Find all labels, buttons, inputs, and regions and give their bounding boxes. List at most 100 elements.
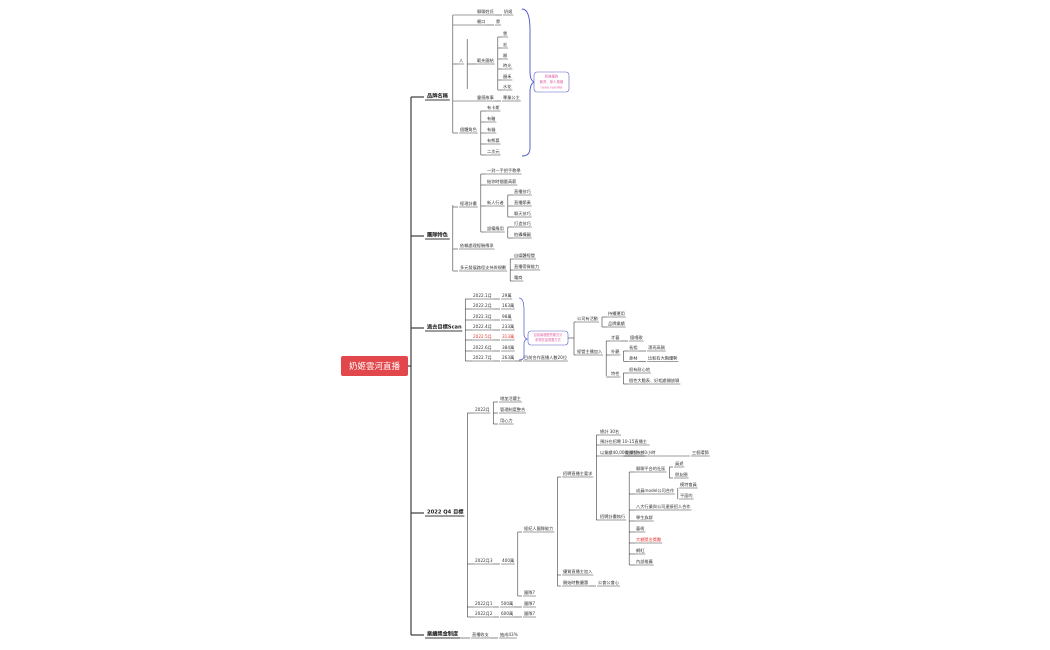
- q4-m9-item[interactable]: 管理制度整合: [500, 406, 526, 413]
- feature-misc-item[interactable]: 依賴處理經驗傳承: [460, 242, 494, 249]
- brand-story-value[interactable]: 專業公主: [503, 94, 520, 101]
- q4-plan-sub[interactable]: 朋友圈: [675, 471, 688, 478]
- brand-person-item[interactable]: 雲: [503, 31, 507, 37]
- q4-req-item[interactable]: 總計 30名: [600, 428, 619, 435]
- feature-multi-label[interactable]: 多元發展路徑支持與規劃: [460, 264, 506, 271]
- q4-m11-note[interactable]: 團隊7: [524, 600, 535, 607]
- q4-plan-item[interactable]: 內部推薦: [636, 558, 653, 565]
- brand-callout-line[interactable]: nana (vanilla: [541, 86, 563, 90]
- brand-nick-label[interactable]: 暱口: [477, 19, 485, 24]
- bonus-value[interactable]: 抽成43%: [500, 631, 518, 638]
- scan-host-sub2-key[interactable]: 長相: [629, 344, 637, 351]
- q4-plan-item[interactable]: 學生族群: [636, 514, 654, 521]
- scan-month-value[interactable]: 313萬: [502, 333, 514, 340]
- q4-m12-label[interactable]: 2022月2: [475, 611, 493, 617]
- scan-month-label[interactable]: 2022.3月: [473, 314, 492, 320]
- scan-host-label[interactable]: 經營主播加入: [577, 348, 603, 355]
- q4-m11-value[interactable]: 500萬: [501, 600, 513, 607]
- scan-host-sub2-value[interactable]: 漂亮高顏: [648, 344, 666, 351]
- brand-trait-label[interactable]: 個體角色: [460, 126, 478, 133]
- feature-equip-item[interactable]: 拍攝構圖: [514, 231, 531, 238]
- q4-req-item[interactable]: 預計在招聘 10-15直播主: [600, 438, 647, 445]
- scan-host-sub2-key[interactable]: 身材: [629, 355, 637, 362]
- brand-trait-item[interactable]: 有熊慕: [487, 137, 500, 144]
- q4-plan-sub[interactable]: 員遊: [675, 460, 684, 467]
- branch-feature[interactable]: 團隊特色: [427, 231, 449, 239]
- q4-m12-note[interactable]: 團隊7: [524, 610, 535, 617]
- scan-host-sub3-item[interactable]: 個性大膽表、好相處開放聊: [629, 377, 679, 384]
- q4-m10-value[interactable]: 400萬: [502, 557, 514, 564]
- q4-m10-label[interactable]: 2022月3: [475, 558, 493, 564]
- feature-target-label[interactable]: 經理計畫: [460, 200, 477, 207]
- branch-brand[interactable]: 品牌名稱: [427, 92, 449, 100]
- feature-target-item[interactable]: 一對一手把手教學: [487, 167, 521, 174]
- brand-surname-label[interactable]: 聊聊姓氏: [477, 8, 494, 15]
- feature-multi-item[interactable]: 直播帶貨能力: [514, 263, 539, 270]
- q4-m9-item[interactable]: 用心力: [500, 417, 513, 424]
- branch-q4[interactable]: 2022 Q4 目標: [427, 508, 464, 516]
- scan-company-item[interactable]: 品牌業績: [608, 320, 625, 327]
- q4-extra-item[interactable]: 開始時數優惠: [563, 579, 588, 586]
- brand-surname-value[interactable]: 奶姬: [504, 8, 512, 15]
- q4-plan-item[interactable]: 藝術: [636, 525, 644, 532]
- brand-callout[interactable]: [533, 71, 570, 93]
- scan-month-value[interactable]: 29萬: [502, 292, 512, 299]
- branch-bonus[interactable]: 業績獎金制度: [426, 630, 459, 638]
- scan-month-label[interactable]: 2022.7月: [473, 355, 492, 361]
- q4-plan-item[interactable]: 成員model公司合作: [636, 487, 675, 494]
- q4-m12-value[interactable]: 600萬: [501, 610, 513, 617]
- feature-multi-item[interactable]: 自媒體經營: [514, 252, 535, 259]
- brand-person-item[interactable]: 時光: [503, 62, 511, 69]
- q4-plan-sub[interactable]: 平面的: [680, 492, 693, 499]
- scan-month-label[interactable]: 2022.1月: [473, 293, 492, 299]
- feature-equip-label[interactable]: 設備應用: [487, 225, 504, 232]
- brand-trait-item[interactable]: 有卡斯: [487, 104, 500, 111]
- scan-host-sub-label[interactable]: 特性: [611, 370, 619, 377]
- q4-plan-sub[interactable]: 模特會員: [680, 481, 698, 488]
- q4-extra-item[interactable]: 優質直播主加入: [563, 568, 593, 575]
- q4-plan-item[interactable]: 網紅: [636, 547, 645, 554]
- q4-plan-item[interactable]: 大額獎金獎勵: [636, 536, 661, 543]
- scan-company-label[interactable]: 公司有活動: [577, 315, 598, 322]
- scan-month-label[interactable]: 2022.2月: [473, 303, 492, 309]
- feature-newbie-item[interactable]: 直播節奏: [514, 199, 532, 206]
- scan-host-sub-label[interactable]: 才藝: [611, 334, 619, 341]
- q4-hours-label[interactable]: 以業績40,000小時為主: [600, 449, 644, 456]
- brand-story-label[interactable]: 靈感故事: [477, 94, 494, 101]
- root-label[interactable]: 奶姬雲河直播: [349, 361, 401, 372]
- q4-m11-label[interactable]: 2022月1: [475, 601, 493, 607]
- q4-plan-label[interactable]: 招聘計畫執行: [600, 513, 625, 520]
- q4-plan-item[interactable]: 聊聊平台的社區: [636, 465, 665, 472]
- brand-person-item[interactable]: 水花: [503, 83, 511, 90]
- scan-month7-note[interactable]: 目前合作直播人數20位: [524, 354, 567, 361]
- brand-person-item[interactable]: 娜: [503, 52, 507, 59]
- scan-month-label[interactable]: 2022.5月: [473, 334, 492, 340]
- bonus-value-label[interactable]: 直播收支: [472, 631, 490, 638]
- q4-hours-extra[interactable]: 三個環節: [692, 449, 709, 456]
- root-node[interactable]: [341, 356, 408, 376]
- q4-m10-note[interactable]: 團隊7: [524, 589, 535, 596]
- brand-trait-item[interactable]: 有豬: [487, 115, 495, 122]
- q4-m9-item[interactable]: 增加活躍主: [500, 395, 521, 402]
- q4-recruit-label[interactable]: 經紀人團隊能力: [524, 525, 553, 532]
- scan-month-label[interactable]: 2022.4月: [473, 324, 492, 330]
- scan-month-value[interactable]: 163萬: [502, 302, 514, 309]
- q4-req-label[interactable]: 招聘直播主要求: [563, 470, 593, 477]
- scan-host-sub3-item[interactable]: 很有耐心地: [629, 366, 651, 373]
- brand-person-item[interactable]: 顏禾: [503, 73, 512, 80]
- branch-scan[interactable]: 過去目標Scan: [426, 323, 462, 331]
- scan-month-value[interactable]: 233萬: [502, 323, 514, 330]
- brand-person[interactable]: 人: [459, 58, 464, 63]
- scan-company-item[interactable]: 持續運用: [608, 310, 625, 317]
- feature-newbie-item[interactable]: 直播技巧: [514, 188, 531, 195]
- scan-callout-line[interactable]: 析現在還需要方式: [535, 337, 561, 342]
- brand-callout-line[interactable]: 聚會、參人風格: [540, 79, 564, 84]
- scan-host-sub2-value[interactable]: 比較有大胸優勢: [648, 355, 678, 362]
- scan-callout-line[interactable]: 目前兩種經營模式分: [534, 332, 563, 337]
- q4-plan-item[interactable]: 八大行業與公司連接招人合作: [636, 503, 691, 510]
- brand-person-suffix[interactable]: 範先團結: [477, 57, 494, 64]
- brand-trait-item[interactable]: 有貓: [487, 126, 495, 133]
- brand-trait-item[interactable]: 二次元: [487, 148, 500, 155]
- q4-hours-value[interactable]: 重量至少40小時: [625, 449, 656, 456]
- scan-month-value[interactable]: 384萬: [502, 344, 514, 351]
